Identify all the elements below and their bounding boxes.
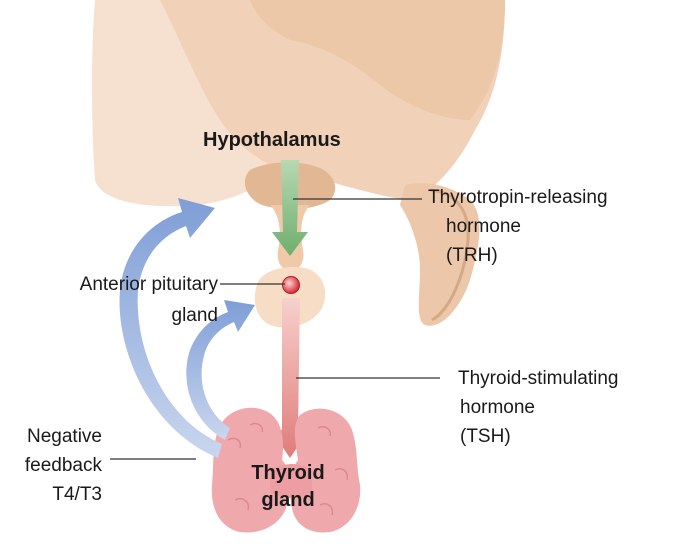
tsh-label-line3: (TSH) bbox=[460, 426, 511, 447]
thyroid-label-line1: Thyroid bbox=[251, 462, 325, 484]
thyroid-texture bbox=[227, 422, 349, 516]
feedback-arrow-to-hypothalamus bbox=[119, 198, 222, 458]
feedback-label-line2: feedback bbox=[24, 455, 102, 476]
thyroid-label-line2: gland bbox=[261, 489, 315, 511]
trh-label-line2: hormone bbox=[446, 216, 521, 237]
pituitary-label-line1: Anterior pituitary bbox=[79, 274, 218, 295]
tsh-label-line1: Thyroid-stimulating bbox=[458, 368, 619, 389]
tsh-arrow bbox=[271, 298, 309, 458]
tsh-label-line2: hormone bbox=[460, 397, 535, 418]
feedback-label-line1: Negative bbox=[27, 426, 102, 447]
trh-arrow bbox=[272, 160, 308, 256]
thyroid-gland-illustration bbox=[211, 407, 361, 533]
brainstem-outline bbox=[429, 188, 470, 322]
pituitary-gland-shape bbox=[254, 266, 326, 328]
thyroid-right-lobe bbox=[290, 408, 361, 533]
pituitary-marker bbox=[282, 276, 300, 294]
hypothalamus-label: Hypothalamus bbox=[203, 129, 341, 151]
brain-illustration bbox=[91, 0, 505, 328]
trh-label-line3: (TRH) bbox=[446, 245, 498, 266]
pituitary-label-line2: gland bbox=[171, 305, 219, 326]
feedback-label-line3: T4/T3 bbox=[52, 484, 102, 505]
thyroid-isthmus bbox=[270, 464, 312, 498]
feedback-arrow-to-pituitary bbox=[186, 300, 255, 440]
brain-upper-shade bbox=[250, 0, 505, 120]
trh-label-line1: Thyrotropin-releasing bbox=[428, 187, 608, 208]
brainstem bbox=[400, 183, 480, 326]
